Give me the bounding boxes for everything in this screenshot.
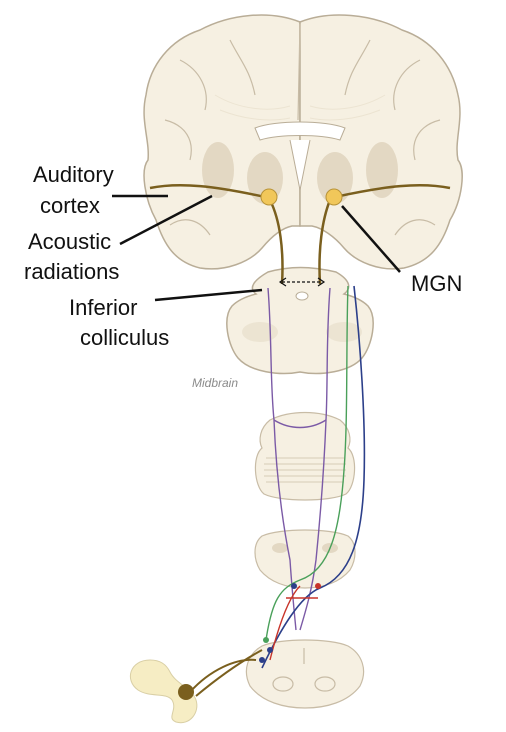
upper-medulla-section xyxy=(254,529,356,589)
lemniscus-blue-fiber xyxy=(261,285,366,669)
label-inferior-colliculus-line2: colliculus xyxy=(80,325,170,350)
label-acoustic-radiations-line1: Acoustic xyxy=(28,229,112,254)
label-inferior-colliculus-line1: Inferior xyxy=(69,295,138,320)
pons-section xyxy=(254,411,356,501)
lemniscus-red-fiber xyxy=(269,585,318,661)
lemniscus-purple-fibers xyxy=(267,287,331,631)
cerebrum-section xyxy=(143,14,463,270)
lower-medulla-section xyxy=(245,639,365,709)
acoustic-radiations-tract xyxy=(149,184,451,697)
label-auditory-cortex-line1: Auditory xyxy=(33,162,114,187)
leader-acoustic-radiations xyxy=(119,194,213,246)
label-mgn: MGN xyxy=(411,271,463,296)
leader-mgn xyxy=(341,205,401,273)
label-acoustic-radiations-line2: radiations xyxy=(24,259,120,284)
mgn-right-nucleus xyxy=(325,188,343,206)
left-hemisphere xyxy=(143,14,301,270)
label-auditory-cortex-line2: cortex xyxy=(40,193,100,218)
leader-lines xyxy=(112,194,401,302)
commissure-arrow xyxy=(278,277,326,287)
label-midbrain: Midbrain xyxy=(192,376,239,390)
leader-inferior-colliculus xyxy=(154,288,263,302)
midbrain-section xyxy=(226,266,374,375)
cochlea xyxy=(129,659,198,724)
synapse-markers xyxy=(259,583,321,663)
mgn-left-nucleus xyxy=(260,188,278,206)
right-hemisphere xyxy=(299,14,463,270)
lemniscus-green-fiber xyxy=(265,285,349,641)
